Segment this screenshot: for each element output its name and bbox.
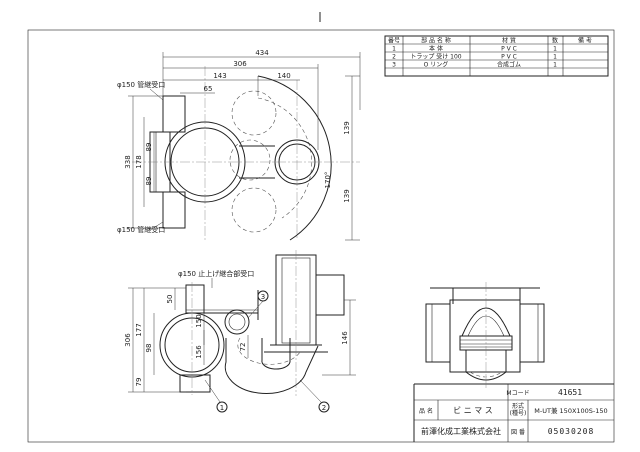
dim-140: 140 bbox=[277, 72, 290, 80]
title-block: Mコード 41651 品 名 ビ ニ マ ス 形式 (種号) M-UT兼 150… bbox=[413, 383, 614, 442]
parts-table: 番号 部 品 名 称 材 質 数 備 考 1 本 体 P V C 1 2 トラッ… bbox=[384, 35, 609, 77]
section-inlet-pipe bbox=[185, 284, 205, 314]
dim-146: 146 bbox=[341, 331, 349, 345]
dim-98: 98 bbox=[145, 344, 153, 353]
name-label: 品 名 bbox=[419, 407, 433, 415]
dim-65: 65 bbox=[204, 85, 213, 93]
svg-text:1: 1 bbox=[220, 404, 224, 412]
row3-no: 3 bbox=[392, 62, 396, 69]
sweep-outer-arc bbox=[257, 75, 332, 241]
callout-2 bbox=[318, 401, 330, 413]
mcode-value: 41651 bbox=[558, 388, 582, 397]
sheet-border bbox=[27, 29, 615, 443]
dim-150: 150 bbox=[195, 314, 203, 327]
plan-view: 434 306 143 140 65 338 178 89 89 139 139… bbox=[117, 49, 361, 241]
dim-79: 79 bbox=[135, 378, 143, 387]
row2-name: トラップ 受け 100 bbox=[410, 53, 461, 61]
row1-no: 1 bbox=[392, 46, 396, 53]
svg-text:3: 3 bbox=[261, 293, 265, 301]
ghost-circle-top bbox=[231, 90, 277, 136]
u-trap-inner bbox=[261, 338, 291, 370]
model-label-1: 形式 bbox=[512, 402, 524, 410]
row1-material: P V C bbox=[501, 46, 517, 53]
u-trap-dashed bbox=[237, 337, 301, 365]
dim-139-top: 139 bbox=[343, 121, 351, 134]
dim-338: 338 bbox=[124, 155, 132, 168]
row3-name: O リング bbox=[424, 61, 449, 69]
drawing-no-label: 図 番 bbox=[511, 429, 525, 436]
dim-89-bottom: 89 bbox=[145, 177, 153, 186]
dim-306s: 306 bbox=[124, 333, 132, 347]
external-view bbox=[425, 282, 545, 390]
ext-dome bbox=[461, 307, 511, 337]
dim-156: 156 bbox=[195, 345, 203, 359]
row2-material: P V C bbox=[501, 54, 517, 61]
name-value: ビ ニ マ ス bbox=[453, 406, 493, 415]
inlet-pipe-bottom bbox=[162, 191, 186, 229]
inlet-pipe-top bbox=[162, 95, 186, 133]
ext-right-socket bbox=[519, 303, 545, 363]
section-gasket bbox=[224, 309, 250, 335]
company-name: 前澤化成工業株式会社 bbox=[421, 426, 501, 436]
model-label-2: (種号) bbox=[510, 409, 527, 417]
parts-table-frame bbox=[384, 35, 609, 77]
row3-qty: 1 bbox=[553, 62, 557, 69]
header-note: 備 考 bbox=[578, 37, 592, 45]
mcode-label: Mコード bbox=[506, 390, 529, 397]
label-inlet-top: φ150 管継受口 bbox=[117, 80, 165, 89]
header-material: 材 質 bbox=[502, 37, 516, 45]
row1-qty: 1 bbox=[553, 46, 557, 53]
header-name: 部 品 名 称 bbox=[421, 37, 451, 45]
dim-50: 50 bbox=[166, 295, 174, 304]
dim-angle: 170° bbox=[324, 172, 332, 189]
dim-434: 434 bbox=[255, 49, 269, 57]
row2-no: 2 bbox=[392, 54, 396, 61]
header-no: 番号 bbox=[388, 38, 400, 45]
row2-qty: 1 bbox=[553, 54, 557, 61]
header-qty: 数 bbox=[552, 37, 558, 45]
ghost-circle-bottom bbox=[231, 187, 277, 233]
row1-name: 本 体 bbox=[429, 45, 443, 53]
dim-72: 72 bbox=[239, 343, 247, 352]
riser-outlet bbox=[315, 274, 345, 316]
ext-body bbox=[449, 299, 521, 373]
dim-139-bottom: 139 bbox=[343, 189, 351, 202]
ghost-circle-center bbox=[229, 139, 271, 181]
dim-306: 306 bbox=[233, 60, 247, 68]
sweep-inner-arc bbox=[257, 97, 313, 219]
callout-1 bbox=[216, 401, 228, 413]
section-bottom-pipe bbox=[179, 374, 211, 393]
dim-143: 143 bbox=[213, 72, 226, 80]
svg-text:2: 2 bbox=[322, 404, 326, 412]
dim-177: 177 bbox=[135, 323, 143, 336]
ext-left-socket bbox=[425, 303, 451, 363]
dim-178: 178 bbox=[135, 155, 143, 168]
dim-89-top: 89 bbox=[145, 143, 153, 152]
model-value: M-UT兼 150X100S-150 bbox=[534, 406, 607, 415]
label-socket: φ150 止上げ継合部受口 bbox=[178, 269, 254, 278]
drawing-no-value: 05030208 bbox=[548, 427, 595, 436]
row3-material: 合成ゴム bbox=[497, 61, 521, 69]
label-inlet-bottom: φ150 管継受口 bbox=[117, 225, 165, 234]
section-view: 306 177 79 98 50 150 156 72 146 φ150 止上げ… bbox=[124, 250, 356, 413]
